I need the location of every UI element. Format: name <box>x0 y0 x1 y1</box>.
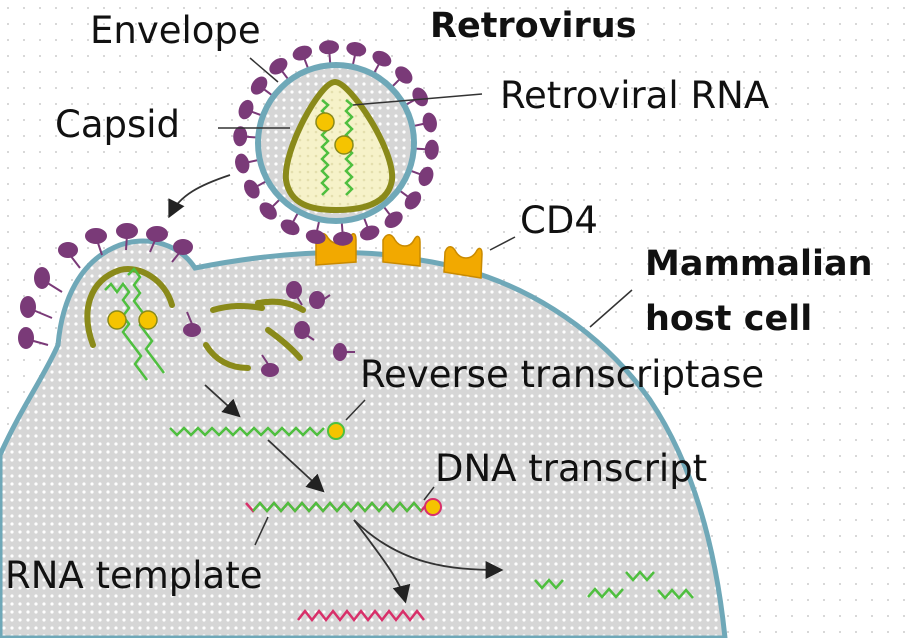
reverse-transcriptase-enzyme <box>327 422 345 440</box>
label-envelope: Envelope <box>90 9 261 52</box>
glycoprotein-head <box>269 58 288 75</box>
dna-transcript-strand <box>252 501 422 513</box>
bud-glycoproteins <box>18 223 193 349</box>
bud-enzymes <box>107 310 158 330</box>
glycoprotein-head <box>292 45 313 61</box>
glycoprotein-head <box>359 225 380 241</box>
cd4-receptors <box>315 232 483 279</box>
free-glycoproteins <box>183 281 355 377</box>
label-host-cell: host cell <box>645 299 812 339</box>
glycoprotein-head <box>305 229 326 244</box>
virion <box>233 40 439 246</box>
glycoprotein-head <box>404 191 422 210</box>
glycoprotein-head <box>418 166 434 187</box>
label-retroviral-rna: Retroviral RNA <box>500 74 769 117</box>
label-reverse-transcriptase: Reverse transcriptase <box>360 353 764 396</box>
released-rna-red <box>297 608 425 623</box>
label-rna-template: RNA template <box>5 554 262 597</box>
hybrid-enzyme <box>424 498 442 516</box>
glycoprotein-head <box>346 42 367 57</box>
label-retrovirus: Retrovirus <box>430 6 637 46</box>
glycoprotein-head <box>384 211 403 228</box>
host-cell <box>0 238 728 638</box>
glycoprotein-head <box>243 179 260 199</box>
leader-lines <box>218 57 633 546</box>
glycoprotein-head <box>422 112 437 133</box>
label-capsid: Capsid <box>55 103 180 146</box>
viral-reverse-transcriptase <box>315 112 354 155</box>
glycoprotein-head <box>424 139 439 160</box>
degraded-fragments <box>534 570 694 600</box>
glycoprotein-head <box>259 202 277 220</box>
label-cd4: CD4 <box>520 199 598 242</box>
glycoprotein-head <box>332 231 353 246</box>
capsid-fragments <box>84 266 306 371</box>
glycoprotein-head <box>250 76 268 95</box>
rna-strand-green <box>169 426 325 437</box>
label-dna-transcript: DNA transcript <box>435 447 707 490</box>
glycoprotein-head <box>233 126 248 147</box>
glycoprotein-head <box>238 99 254 120</box>
glycoprotein-head <box>280 219 300 236</box>
glycoprotein-head <box>235 153 250 174</box>
glycoprotein-head <box>372 50 392 67</box>
glycoprotein-head <box>395 66 413 84</box>
glycoprotein-head <box>319 40 340 55</box>
label-mammalian: Mammalian <box>645 244 873 284</box>
envelope-glycoproteins <box>233 40 439 246</box>
process-arrows <box>168 174 504 604</box>
